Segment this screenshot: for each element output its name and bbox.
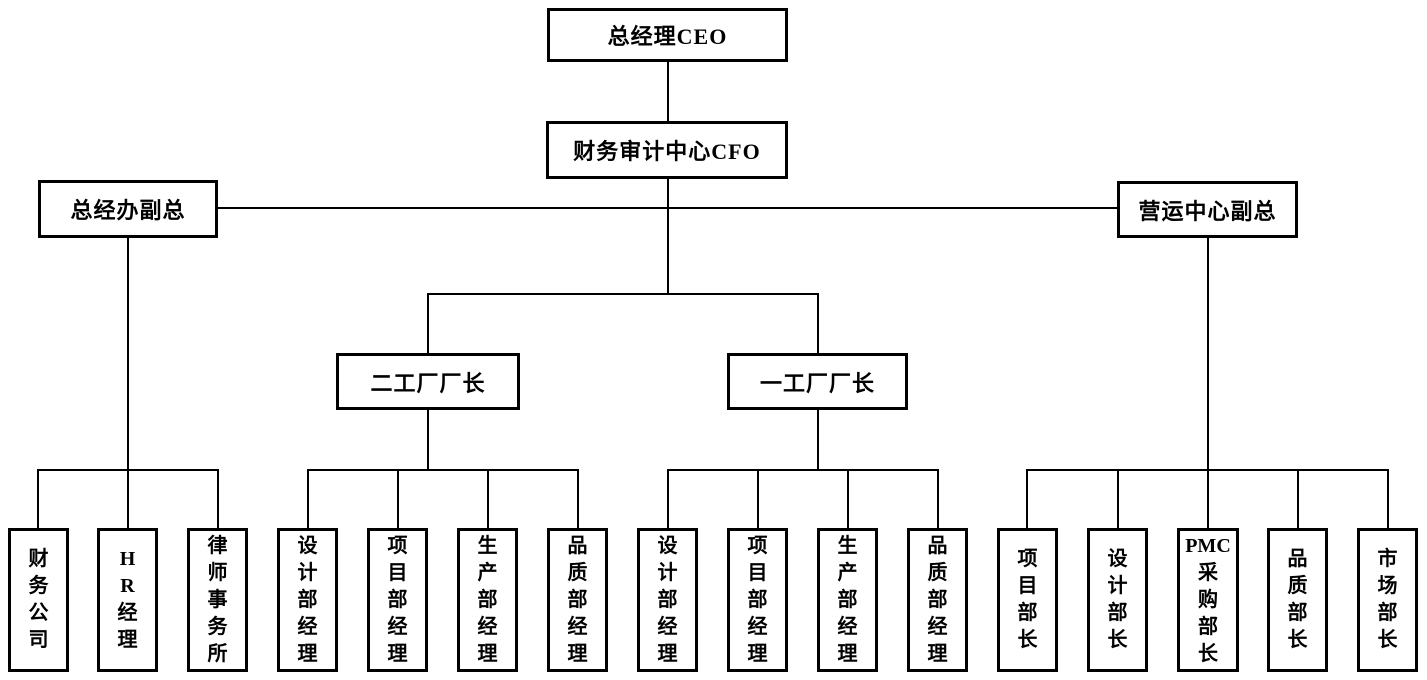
org-node-f1-production-dept-manager: 生 产 部 经 理 — [817, 528, 878, 672]
edge-factories-crossbar — [427, 293, 819, 295]
org-node-cfo-label: 财务审计中心CFO — [573, 139, 761, 164]
org-node-f2-production-dept-manager-label: 生 产 部 经 理 — [477, 534, 498, 665]
org-node-gm-office-vp-label: 总经办副总 — [70, 198, 186, 223]
edge-ceo-cfo — [667, 62, 669, 122]
org-node-law-firm-label: 律 师 事 务 所 — [207, 534, 228, 665]
edge-drop-ops-market — [1387, 469, 1389, 528]
org-node-f2-design-dept-manager-label: 设 计 部 经 理 — [297, 534, 318, 665]
edge-drop-f2-quality — [577, 469, 579, 528]
edge-drop-f1-project — [757, 469, 759, 528]
org-node-ops-pmc-purchasing-dept-chief-label: PMC 采 购 部 长 — [1185, 534, 1231, 665]
org-node-f2-production-dept-manager: 生 产 部 经 理 — [457, 528, 518, 672]
org-node-factory2-director-label: 二工厂厂长 — [370, 370, 486, 396]
org-node-ops-market-dept-chief-label: 市 场 部 长 — [1377, 548, 1398, 651]
org-node-finance-company-label: 财 务 公 司 — [28, 548, 49, 651]
org-node-f2-project-dept-manager: 项 目 部 经 理 — [367, 528, 428, 672]
org-node-ops-design-dept-chief-label: 设 计 部 长 — [1107, 548, 1128, 651]
edge-factory1-top — [817, 293, 819, 353]
org-node-f2-design-dept-manager: 设 计 部 经 理 — [277, 528, 338, 672]
org-node-operations-center-vp: 营运中心副总 — [1117, 181, 1298, 238]
org-node-gm-office-vp: 总经办副总 — [38, 180, 218, 238]
edge-drop-law-firm — [217, 469, 219, 528]
edge-drop-ops-project — [1026, 469, 1028, 528]
org-node-ops-quality-dept-chief: 品 质 部 长 — [1267, 528, 1328, 672]
edge-drop-f2-project — [397, 469, 399, 528]
org-node-ops-design-dept-chief: 设 计 部 长 — [1087, 528, 1148, 672]
org-node-ceo-label: 总经理CEO — [607, 24, 728, 49]
edge-gm-office-drop — [127, 238, 129, 528]
org-node-f2-project-dept-manager-label: 项 目 部 经 理 — [387, 534, 408, 665]
edge-cfo-factories — [667, 179, 669, 295]
org-node-hr-manager-label: H R 经 理 — [117, 548, 138, 651]
edge-drop-ops-design — [1117, 469, 1119, 528]
org-node-operations-center-vp-label: 营运中心副总 — [1138, 198, 1277, 224]
org-node-ops-project-dept-chief: 项 目 部 长 — [997, 528, 1058, 672]
org-node-ops-quality-dept-chief-label: 品 质 部 长 — [1287, 548, 1308, 651]
org-node-finance-company: 财 务 公 司 — [8, 528, 69, 672]
org-node-f1-quality-dept-manager: 品 质 部 经 理 — [907, 528, 968, 672]
edge-groupB-crossbar — [307, 469, 579, 471]
org-node-factory1-director-label: 一工厂厂长 — [759, 370, 875, 396]
edge-groupA-crossbar — [37, 469, 219, 471]
edge-drop-f1-design — [667, 469, 669, 528]
org-node-hr-manager: H R 经 理 — [97, 528, 158, 672]
org-node-law-firm: 律 师 事 务 所 — [187, 528, 248, 672]
edge-drop-f1-quality — [937, 469, 939, 528]
org-node-ops-project-dept-chief-label: 项 目 部 长 — [1017, 548, 1038, 651]
org-node-f1-design-dept-manager-label: 设 计 部 经 理 — [657, 534, 678, 665]
org-node-f1-quality-dept-manager-label: 品 质 部 经 理 — [927, 534, 948, 665]
org-node-f1-project-dept-manager-label: 项 目 部 经 理 — [747, 534, 768, 665]
org-node-f2-quality-dept-manager-label: 品 质 部 经 理 — [567, 534, 588, 665]
org-node-f1-production-dept-manager-label: 生 产 部 经 理 — [837, 534, 858, 665]
edge-factory2-top — [427, 293, 429, 353]
org-node-f1-design-dept-manager: 设 计 部 经 理 — [637, 528, 698, 672]
org-node-ops-market-dept-chief: 市 场 部 长 — [1357, 528, 1418, 672]
edge-factory2-bottom — [427, 410, 429, 470]
org-node-ops-pmc-purchasing-dept-chief: PMC 采 购 部 长 — [1177, 528, 1239, 672]
org-node-factory2-director: 二工厂厂长 — [336, 353, 520, 410]
org-node-cfo: 财务审计中心CFO — [546, 121, 788, 179]
org-node-f2-quality-dept-manager: 品 质 部 经 理 — [547, 528, 608, 672]
edge-drop-f2-design — [307, 469, 309, 528]
edge-ops-center-drop — [1207, 238, 1209, 528]
edge-drop-f2-production — [487, 469, 489, 528]
org-node-ceo: 总经理CEO — [547, 8, 788, 62]
org-node-factory1-director: 一工厂厂长 — [727, 353, 908, 410]
edge-factory1-bottom — [817, 410, 819, 470]
edge-drop-ops-quality — [1297, 469, 1299, 528]
org-node-f1-project-dept-manager: 项 目 部 经 理 — [727, 528, 788, 672]
edge-drop-finance-company — [37, 469, 39, 528]
edge-groupC-crossbar — [667, 469, 939, 471]
edge-vp-crossbar — [218, 207, 1117, 209]
edge-groupD-crossbar — [1026, 469, 1389, 471]
edge-drop-f1-production — [847, 469, 849, 528]
